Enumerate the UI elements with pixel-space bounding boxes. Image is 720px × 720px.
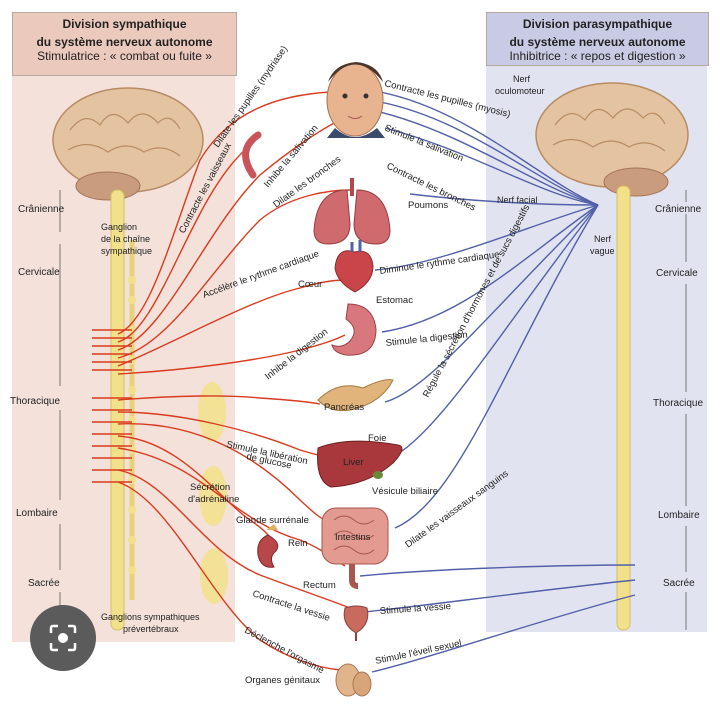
sympathetic-chain	[128, 240, 136, 600]
kidney-icon	[257, 524, 279, 568]
oculomotor-label-2: oculomoteur	[495, 86, 545, 96]
parasympathetic-title-1: Division parasympathique	[522, 17, 673, 31]
level-cervical-left: Cervicale	[18, 267, 60, 278]
organ-label-liver-fr: Foie	[368, 433, 386, 444]
organ-label-rectum: Rectum	[303, 580, 336, 591]
pancreas-icon	[317, 379, 394, 412]
chain-label-2: de la chaîne	[101, 234, 150, 244]
parasympathetic-title-2: du système nerveux autonome	[509, 35, 686, 49]
organ-label-genitals: Organes génitaux	[245, 675, 320, 686]
bladder-icon	[343, 605, 369, 641]
vagus-label-2: vague	[590, 246, 615, 256]
stomach-icon	[331, 303, 377, 356]
parasympathetic-fibers	[359, 91, 636, 673]
organ-label-kidney: Rein	[288, 538, 308, 549]
symp-action-digestion: Inhibe la digestion	[263, 327, 330, 383]
organ-label-liver: Liver	[343, 457, 364, 468]
prevertebral-ganglion-1	[198, 382, 226, 442]
symp-action-adrenaline-1: Sécrétion	[190, 482, 230, 493]
para-action-bladder: Stimule la vessie	[379, 601, 451, 617]
symp-action-pupils: Dilate les pupilles (mydriase)	[211, 44, 290, 150]
organ-label-heart: Cœur	[298, 279, 322, 290]
chain-label-1: Ganglion	[101, 222, 137, 232]
level-thoracic-left: Thoracique	[10, 396, 60, 407]
symp-action-heart: Accélère le rythme cardiaque	[201, 248, 320, 300]
para-action-vessels: Dilate les vaisseaux sanguins	[403, 468, 510, 550]
sympathetic-title-2: du système nerveux autonome	[36, 35, 213, 49]
parasympathetic-subtitle: Inhibitrice : « repos et digestion »	[509, 49, 686, 63]
genitals-icon	[335, 663, 372, 697]
level-lumbar-right: Lombaire	[658, 510, 700, 521]
organ-label-adrenal: Glande surrénale	[236, 515, 309, 526]
right-spinal-cord	[616, 185, 631, 631]
facial-nerve-label: Nerf facial	[497, 195, 538, 205]
level-cranial-right: Crânienne	[655, 204, 702, 215]
organ-label-stomach: Estomac	[376, 295, 413, 306]
face-icon	[326, 62, 385, 138]
symp-action-bladder: Contracte la vessie	[251, 588, 331, 623]
prevertebral-ganglion-3	[200, 548, 228, 604]
symp-action-orgasm: Déclenche l'orgasme	[243, 625, 326, 676]
level-thoracic-right: Thoracique	[653, 398, 703, 409]
oculomotor-label-1: Nerf	[513, 74, 531, 84]
para-action-sexual: Stimule l'éveil sexuel	[374, 638, 462, 667]
vagus-label-1: Nerf	[594, 234, 612, 244]
para-action-hormones: Régule la sécrétion d'hormones et de suc…	[421, 203, 533, 400]
organ-label-pancreas: Pancréas	[324, 402, 364, 413]
prevertebral-label-2: prévertébraux	[123, 624, 179, 634]
right-brain-icon	[535, 82, 689, 197]
liver-icon	[317, 440, 403, 488]
level-cervical-right: Cervicale	[656, 268, 698, 279]
prevertebral-label-1: Ganglions sympathiques	[101, 612, 200, 622]
lens-search-button[interactable]	[30, 605, 96, 671]
level-sacral-left: Sacrée	[28, 578, 60, 589]
parasympathetic-header: Division parasympathique du système nerv…	[486, 12, 709, 66]
organ-label-lungs: Poumons	[408, 200, 448, 211]
intestines-icon	[321, 507, 389, 589]
para-action-heart: Diminue le rythme cardiaque	[379, 249, 500, 277]
vessel-icon	[242, 131, 262, 179]
level-sacral-right: Sacrée	[663, 578, 695, 589]
level-cranial-left: Crânienne	[18, 204, 65, 215]
organ-label-intestines: Intestins	[335, 532, 371, 543]
heart-icon	[334, 240, 374, 293]
symp-action-adrenaline-2: d'adrénaline	[188, 494, 239, 505]
sympathetic-header: Division sympathique du système nerveux …	[12, 12, 237, 76]
chain-label-3: sympathique	[101, 246, 152, 256]
sympathetic-title-1: Division sympathique	[62, 17, 187, 31]
sympathetic-subtitle: Stimulatrice : « combat ou fuite »	[37, 49, 212, 63]
organ-label-gallbladder: Vésicule biliaire	[372, 486, 438, 497]
level-lumbar-left: Lombaire	[16, 508, 58, 519]
para-action-pupils: Contracte les pupilles (myosis)	[383, 78, 511, 120]
lens-search-icon	[49, 624, 77, 652]
left-brain-icon	[52, 87, 204, 201]
para-action-salivation: Stimule la salivation	[383, 123, 465, 165]
lungs-icon	[313, 178, 391, 245]
sympathetic-fibers	[92, 91, 351, 671]
